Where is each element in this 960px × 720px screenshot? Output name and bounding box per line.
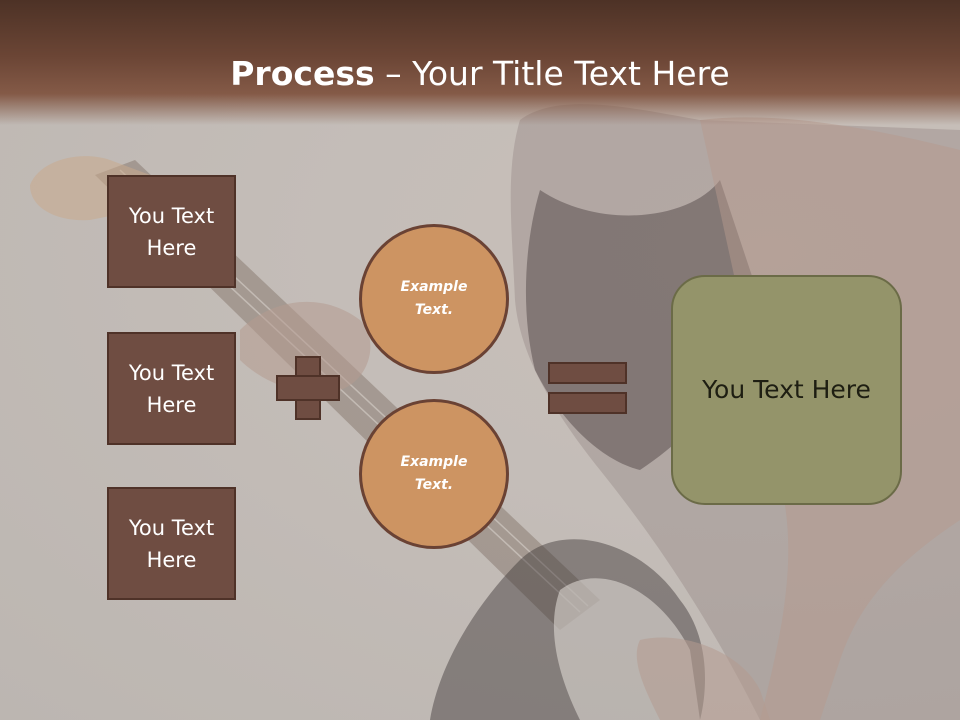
input-box-1[interactable]: You Text Here <box>107 175 236 288</box>
title-banner <box>0 0 960 125</box>
example-circle-1[interactable]: Example Text. <box>359 224 509 374</box>
page-title: Process – Your Title Text Here <box>0 52 960 96</box>
title-rest-part: – Your Title Text Here <box>374 54 730 93</box>
input-box-3[interactable]: You Text Here <box>107 487 236 600</box>
result-box[interactable]: You Text Here <box>671 275 902 505</box>
input-box-2[interactable]: You Text Here <box>107 332 236 445</box>
example-circle-2[interactable]: Example Text. <box>359 399 509 549</box>
title-bold-part: Process <box>230 54 375 93</box>
